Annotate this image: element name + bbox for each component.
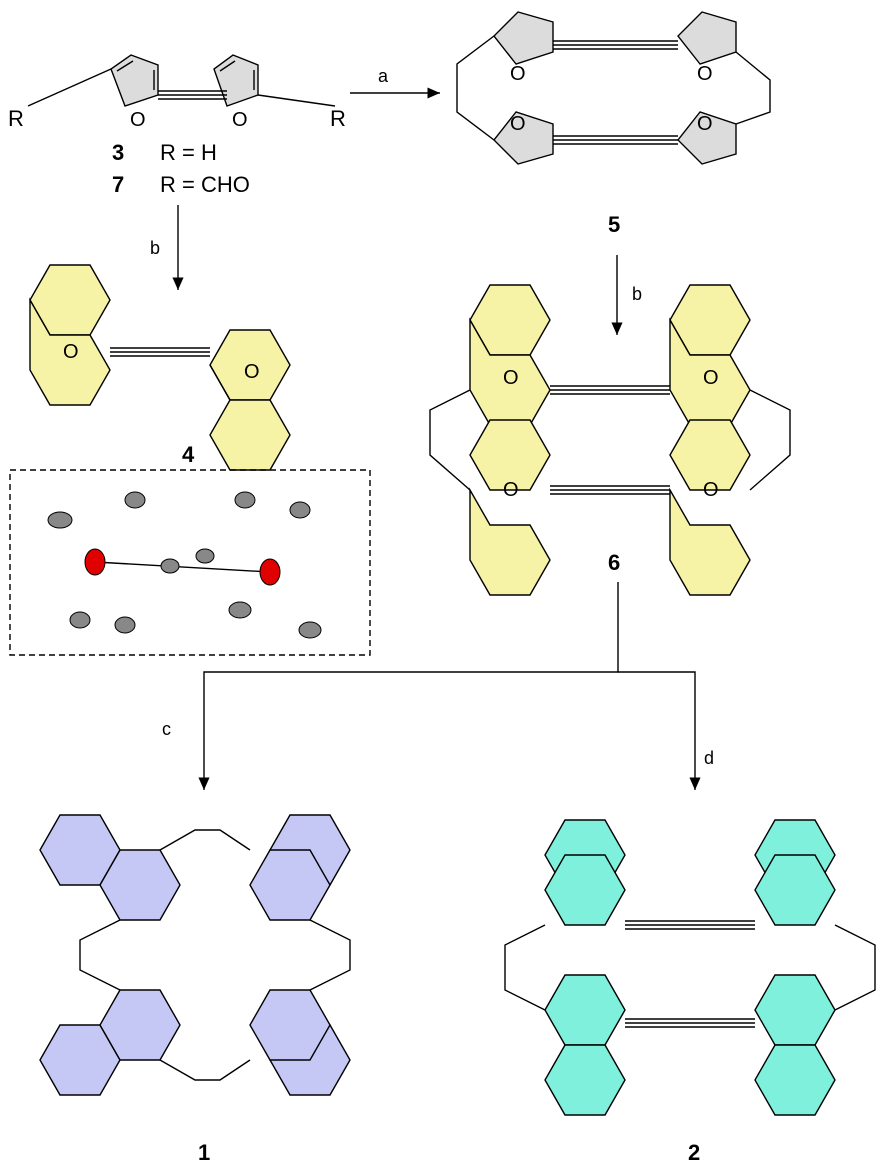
arrow-a-label: a [378, 66, 389, 86]
arrow-d [618, 671, 701, 790]
crystal-structure-inset [9, 469, 371, 656]
compound-3-r-definition: R = H [160, 140, 217, 165]
ortep-drawing [47, 491, 322, 639]
compound-number-7: 7 [112, 172, 124, 197]
oxygen-label: O [697, 63, 713, 85]
furan-ring [493, 11, 554, 65]
compound-number-1: 1 [198, 1140, 210, 1165]
oxygen-label: O [697, 113, 713, 135]
furan-ring-left [110, 54, 159, 107]
oxygen-label: O [703, 367, 719, 389]
compound-2-structure [504, 819, 876, 1116]
oxygen-label: O [510, 113, 526, 135]
furan-ring [677, 111, 737, 165]
oxygen-ellipsoid [259, 558, 281, 586]
compound-5-structure: O O O O [456, 11, 771, 165]
oxygen-label: O [244, 361, 260, 383]
compound-number-2: 2 [688, 1140, 700, 1165]
compound-4-structure: O O [29, 264, 291, 471]
compound-number-5: 5 [608, 212, 620, 237]
compound-number-3: 3 [112, 140, 124, 165]
oxygen-label: O [510, 63, 526, 85]
substituent-r-left: R [8, 106, 24, 131]
furan-ring [493, 111, 554, 165]
arrow-b-right-label: b [632, 284, 642, 304]
furan-ring [677, 11, 737, 65]
oxygen-label: O [503, 479, 519, 501]
substituent-r-right: R [330, 106, 346, 131]
arrow-b-left-label: b [150, 238, 160, 258]
arrow-d-label: d [704, 748, 714, 768]
compound-1-structure [39, 814, 351, 1096]
compound-6-structure: O O O O [429, 284, 791, 596]
oxygen-label: O [63, 341, 79, 363]
compound-number-6: 6 [608, 550, 620, 575]
oxygen-label: O [503, 367, 519, 389]
oxygen-label: O [130, 109, 146, 131]
compound-3-7-structure: O O R R [8, 54, 346, 131]
oxygen-label: O [703, 479, 719, 501]
arrow-c [198, 582, 619, 790]
oxygen-ellipsoid [84, 548, 106, 576]
oxygen-label: O [232, 109, 248, 131]
compound-number-4: 4 [182, 442, 195, 467]
arrow-c-label: c [162, 719, 171, 739]
compound-7-r-definition: R = CHO [160, 172, 250, 197]
